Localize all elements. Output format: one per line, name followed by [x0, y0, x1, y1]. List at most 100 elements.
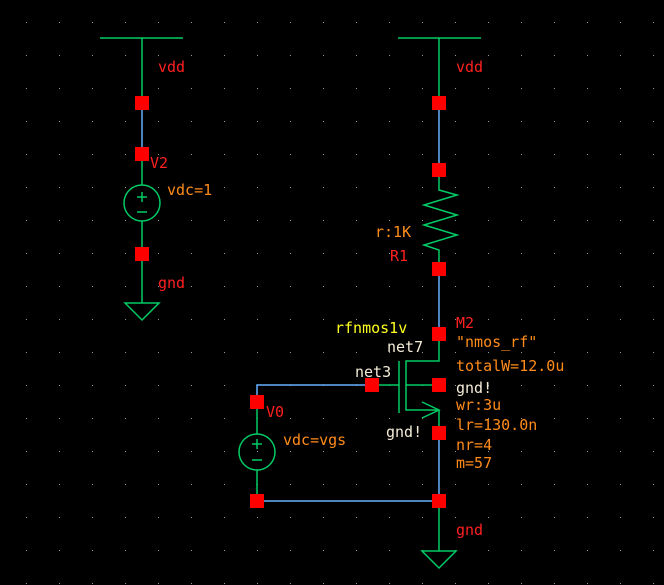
- pin[interactable]: [250, 395, 264, 409]
- pin[interactable]: [135, 96, 149, 110]
- grid-dot: [455, 385, 456, 386]
- r1-param: r:1K: [375, 223, 411, 241]
- grid-dot: [554, 121, 555, 122]
- pin[interactable]: [250, 494, 264, 508]
- gnd-symbol-right[interactable]: [420, 501, 458, 570]
- grid-dot: [356, 418, 357, 419]
- pin[interactable]: [135, 247, 149, 261]
- grid-dot: [59, 451, 60, 452]
- grid-dot: [422, 517, 423, 518]
- grid-dot: [653, 451, 654, 452]
- grid-dot: [26, 550, 27, 551]
- grid-dot: [422, 583, 423, 584]
- grid-dot: [59, 484, 60, 485]
- grid-dot: [92, 55, 93, 56]
- grid-dot: [488, 517, 489, 518]
- grid-dot: [587, 418, 588, 419]
- pin[interactable]: [432, 378, 446, 392]
- grid-dot: [422, 352, 423, 353]
- grid-dot: [257, 88, 258, 89]
- pin[interactable]: [432, 96, 446, 110]
- grid-dot: [521, 352, 522, 353]
- grid-dot: [521, 418, 522, 419]
- grid-dot: [455, 319, 456, 320]
- grid-dot: [620, 385, 621, 386]
- grid-dot: [158, 517, 159, 518]
- grid-dot: [422, 286, 423, 287]
- grid-dot: [620, 88, 621, 89]
- v2-param: vdc=1: [167, 181, 212, 199]
- grid-dot: [257, 22, 258, 23]
- resistor-r1[interactable]: [421, 170, 460, 269]
- wire-net3[interactable]: [256, 384, 372, 402]
- grid-dot: [488, 550, 489, 551]
- grid-dot: [125, 220, 126, 221]
- grid-dot: [653, 517, 654, 518]
- vdd-symbol-left[interactable]: [100, 37, 183, 103]
- grid-dot: [554, 22, 555, 23]
- grid-dot: [521, 484, 522, 485]
- source-net-label: gnd!: [386, 423, 422, 441]
- grid-dot: [158, 583, 159, 584]
- grid-dot: [488, 154, 489, 155]
- grid-dot: [554, 88, 555, 89]
- grid-dot: [59, 352, 60, 353]
- grid-dot: [125, 55, 126, 56]
- grid-dot: [224, 451, 225, 452]
- gnd-symbol-left[interactable]: [123, 254, 161, 322]
- grid-dot: [125, 319, 126, 320]
- grid-dot: [422, 253, 423, 254]
- pin[interactable]: [432, 494, 446, 508]
- grid-dot: [587, 253, 588, 254]
- grid-dot: [653, 418, 654, 419]
- pin[interactable]: [432, 426, 446, 440]
- grid-dot: [92, 451, 93, 452]
- grid-dot: [422, 319, 423, 320]
- grid-dot: [323, 154, 324, 155]
- grid-dot: [521, 286, 522, 287]
- grid-dot: [488, 55, 489, 56]
- grid-dot: [191, 55, 192, 56]
- grid-dot: [125, 88, 126, 89]
- nmos-transistor-m2[interactable]: [372, 334, 441, 433]
- pin[interactable]: [432, 262, 446, 276]
- grid-dot: [257, 187, 258, 188]
- grid-dot: [521, 22, 522, 23]
- grid-dot: [191, 451, 192, 452]
- grid-dot: [455, 220, 456, 221]
- grid-dot: [59, 55, 60, 56]
- grid-dot: [191, 418, 192, 419]
- pin[interactable]: [365, 378, 379, 392]
- grid-dot: [455, 352, 456, 353]
- pin[interactable]: [135, 147, 149, 161]
- grid-dot: [488, 484, 489, 485]
- grid-dot: [290, 88, 291, 89]
- grid-dot: [125, 253, 126, 254]
- grid-dot: [554, 55, 555, 56]
- grid-dot: [389, 583, 390, 584]
- grid-dot: [521, 451, 522, 452]
- grid-dot: [455, 484, 456, 485]
- grid-dot: [554, 352, 555, 353]
- grid-dot: [554, 154, 555, 155]
- grid-dot: [92, 319, 93, 320]
- grid-dot: [158, 154, 159, 155]
- grid-dot: [389, 220, 390, 221]
- grid-dot: [158, 187, 159, 188]
- grid-dot: [488, 121, 489, 122]
- grid-dot: [290, 220, 291, 221]
- grid-dot: [587, 583, 588, 584]
- grid-dot: [488, 286, 489, 287]
- grid-dot: [59, 220, 60, 221]
- grid-dot: [620, 418, 621, 419]
- grid-dot: [290, 22, 291, 23]
- grid-dot: [323, 121, 324, 122]
- pin[interactable]: [432, 327, 446, 341]
- grid-dot: [653, 220, 654, 221]
- vdd-symbol-right[interactable]: [398, 37, 481, 103]
- pin[interactable]: [432, 163, 446, 177]
- grid-dot: [653, 484, 654, 485]
- grid-dot: [323, 22, 324, 23]
- grid-dot: [290, 517, 291, 518]
